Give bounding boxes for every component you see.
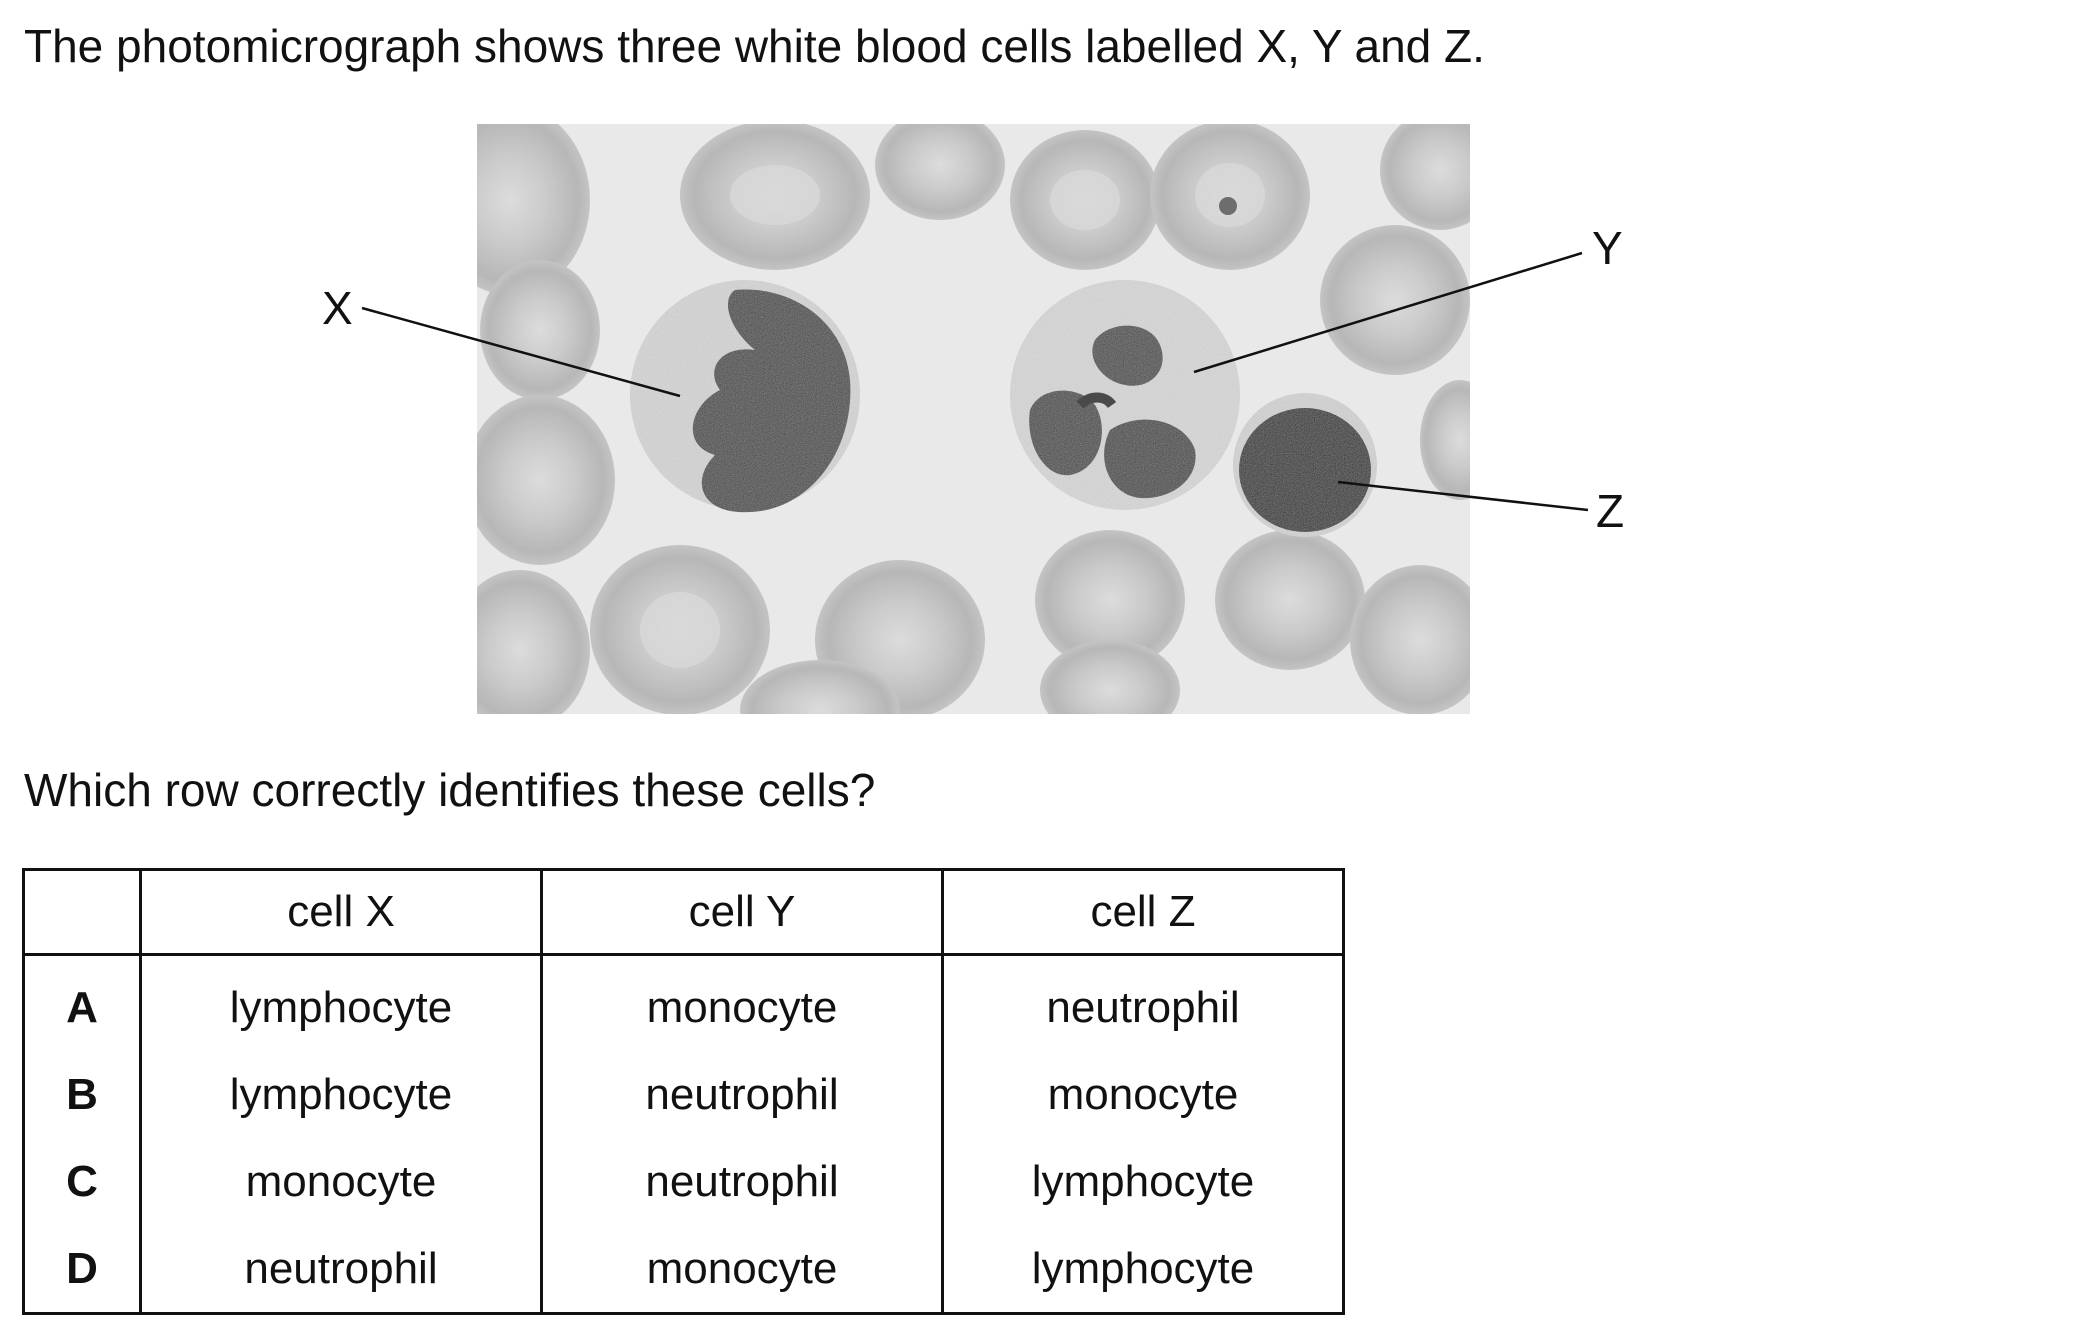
option-key: A (22, 954, 142, 1051)
cell-y-nucleus-lobe-2 (1029, 390, 1102, 476)
photomicrograph-figure: X Y Z (322, 124, 1624, 714)
answer-table: cell X cell Y cell Z A lymphocyte monocy… (22, 868, 1345, 1315)
cell-z-value: neutrophil (941, 954, 1345, 1051)
cell-y-value: monocyte (540, 954, 944, 1051)
label-lines (361, 251, 1589, 512)
table-row-c[interactable]: C monocyte neutrophil lymphocyte (22, 1138, 1345, 1225)
cell-y-nucleus-lobe-1 (1092, 325, 1163, 386)
header-option (22, 868, 142, 956)
cell-x-value: neutrophil (139, 1225, 543, 1315)
label-line-x (361, 306, 681, 398)
header-cell-x: cell X (139, 868, 543, 956)
cell-y-value: neutrophil (540, 1051, 944, 1138)
label-line-z (1337, 480, 1589, 512)
cell-x-value: lymphocyte (139, 1051, 543, 1138)
cell-y-value: monocyte (540, 1225, 944, 1315)
cell-z-value: monocyte (941, 1051, 1345, 1138)
cell-x-nucleus (692, 289, 851, 513)
option-key: C (22, 1138, 142, 1225)
option-key: B (22, 1051, 142, 1138)
cell-z-value: lymphocyte (941, 1225, 1345, 1315)
table-row-a[interactable]: A lymphocyte monocyte neutrophil (22, 954, 1345, 1051)
red-blood-cell-centres (640, 163, 1265, 668)
cell-x-monocyte (630, 280, 860, 513)
label-line-y (1193, 251, 1583, 374)
cell-z-nucleus (1239, 408, 1371, 532)
question-stem: The photomicrograph shows three white bl… (24, 20, 1485, 72)
table-row-b[interactable]: B lymphocyte neutrophil monocyte (22, 1051, 1345, 1138)
option-key: D (22, 1225, 142, 1315)
header-cell-y: cell Y (540, 868, 944, 956)
cell-y-nucleus-lobe-3 (1104, 419, 1196, 499)
table-row-d[interactable]: D neutrophil monocyte lymphocyte (22, 1225, 1345, 1315)
question-prompt: Which row correctly identifies these cel… (24, 764, 876, 816)
label-y: Y (1592, 222, 1623, 274)
cell-y-neutrophil (1010, 280, 1240, 510)
header-cell-z: cell Z (941, 868, 1345, 956)
cell-y-value: neutrophil (540, 1138, 944, 1225)
table-header-row: cell X cell Y cell Z (22, 868, 1345, 956)
platelet-dot (1219, 197, 1237, 215)
cell-x-value: monocyte (139, 1138, 543, 1225)
label-x: X (322, 282, 353, 334)
cell-x-value: lymphocyte (139, 954, 543, 1051)
cell-z-lymphocyte (1233, 393, 1377, 537)
cell-z-value: lymphocyte (941, 1138, 1345, 1225)
photomicrograph (477, 124, 1470, 714)
label-z: Z (1596, 485, 1624, 537)
